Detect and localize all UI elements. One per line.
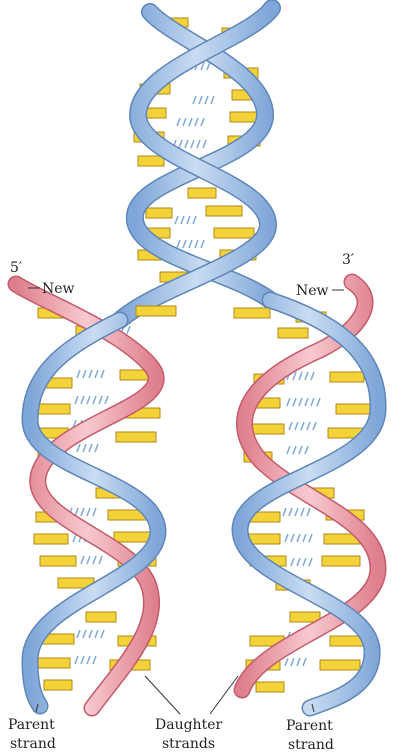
parent-strand-label-right-line2: strand xyxy=(288,737,334,753)
base-pair xyxy=(278,328,308,338)
base-pair xyxy=(136,306,176,316)
daughter-strands-label-line2: strands xyxy=(162,736,215,752)
base-pair xyxy=(34,534,68,544)
base-pair xyxy=(214,228,254,238)
base-pair xyxy=(146,208,172,218)
base-pair xyxy=(290,612,320,622)
daughter-leader-left xyxy=(145,676,180,714)
base-pair xyxy=(322,556,360,566)
base-pair xyxy=(40,556,76,566)
base-pair xyxy=(36,404,70,414)
base-pair xyxy=(138,156,164,166)
base-pair xyxy=(330,372,364,382)
base-pair xyxy=(206,206,242,216)
base-pair xyxy=(86,612,116,622)
base-pair xyxy=(36,658,70,668)
daughter-leader-right xyxy=(210,676,238,714)
parent-strand-label-left-line1: Parent xyxy=(8,717,55,733)
base-pair xyxy=(44,680,72,690)
base-pair xyxy=(188,188,216,198)
daughter-strands-label-line1: Daughter xyxy=(155,717,222,733)
base-pair xyxy=(256,682,284,692)
new-strand-label-left: New xyxy=(42,281,75,297)
base-pair xyxy=(116,432,156,442)
left-daughter-helix xyxy=(16,284,176,708)
base-pair xyxy=(234,308,270,318)
five-prime-label: 5′ xyxy=(10,260,22,276)
base-pair xyxy=(320,660,360,670)
right-daughter-helix xyxy=(234,282,378,708)
base-pair xyxy=(336,404,370,414)
parent-strand-label-left-line2: strand xyxy=(10,736,56,752)
parent-helix xyxy=(120,8,272,320)
three-prime-label: 3′ xyxy=(342,252,354,268)
parent-strand-label-right-line1: Parent xyxy=(286,718,333,734)
new-strand-label-right: New xyxy=(296,283,329,299)
